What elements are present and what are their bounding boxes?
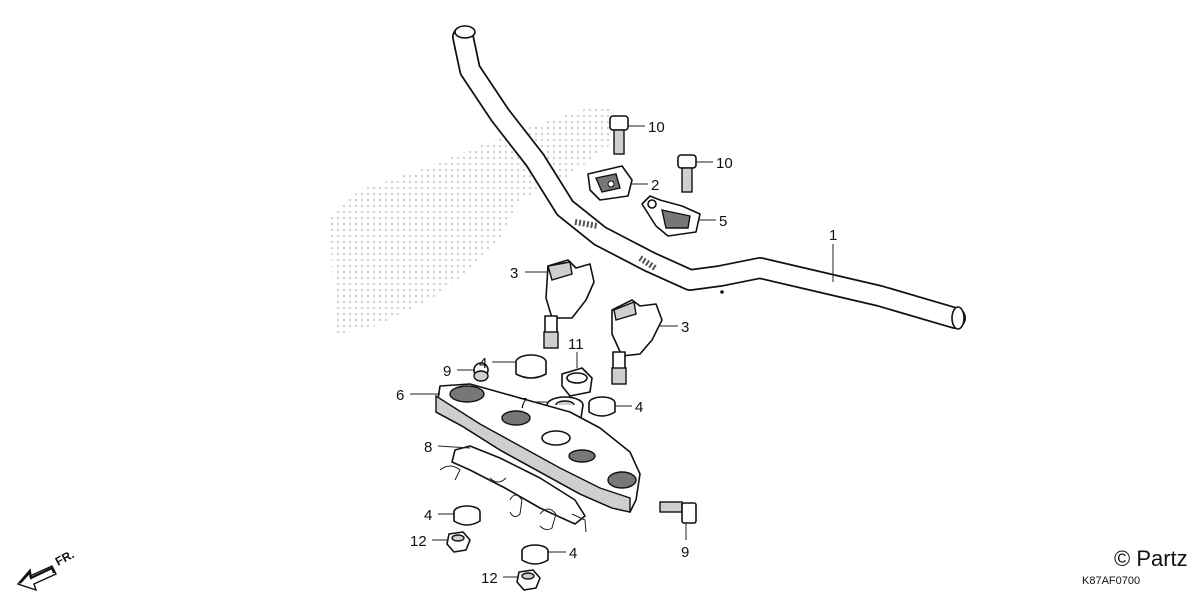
nut-12-a[interactable] (446, 531, 471, 553)
callout-4-b: 4 (635, 399, 643, 416)
callout-4-d: 4 (569, 545, 577, 562)
nut-11[interactable] (561, 367, 593, 397)
holder-lower-3-left[interactable] (543, 259, 595, 349)
callout-9-upper: 9 (443, 363, 451, 380)
direction-label: FR. (53, 547, 77, 568)
callout-4-c: 4 (424, 507, 432, 524)
rubber-bushing-4-a[interactable] (515, 354, 547, 379)
callout-5: 5 (719, 213, 727, 230)
callout-1: 1 (829, 227, 837, 244)
callout-4-a: 4 (479, 355, 487, 372)
holder-lower-3-right[interactable] (611, 299, 663, 385)
rubber-bushing-4-b[interactable] (588, 396, 616, 417)
bracket-8[interactable] (439, 445, 587, 533)
callout-12-b: 12 (481, 570, 498, 587)
handlebar[interactable] (452, 25, 966, 330)
callout-11: 11 (568, 336, 584, 353)
bolt-9-lower[interactable] (659, 501, 697, 524)
callout-2: 2 (651, 177, 659, 194)
bolt-10-right[interactable] (677, 154, 697, 193)
callout-6: 6 (396, 387, 404, 404)
bolt-10-left[interactable] (609, 115, 629, 155)
leader-lines (410, 125, 834, 578)
rubber-bushing-4-c[interactable] (453, 505, 481, 526)
callout-3-right: 3 (681, 319, 689, 336)
callout-9-lower: 9 (681, 544, 689, 561)
top-bridge-6[interactable] (435, 383, 641, 513)
holder-upper-2[interactable] (587, 165, 633, 201)
nut-12-b[interactable] (516, 569, 541, 591)
callout-8: 8 (424, 439, 432, 456)
callout-3-left: 3 (510, 265, 518, 282)
callout-10-left: 10 (648, 119, 665, 136)
rubber-bushing-4-d[interactable] (521, 544, 549, 565)
part-code: K87AF0700 (1082, 575, 1140, 587)
callout-7: 7 (519, 395, 527, 412)
callout-10-right: 10 (716, 155, 733, 172)
front-direction-arrow: FR. (16, 547, 77, 592)
handlebar-right-end (951, 306, 965, 330)
handlebar-left-end (454, 25, 476, 39)
callout-12-a: 12 (410, 533, 427, 550)
copyright-watermark: © Partz (1114, 546, 1188, 571)
holder-upper-5[interactable] (641, 195, 701, 237)
